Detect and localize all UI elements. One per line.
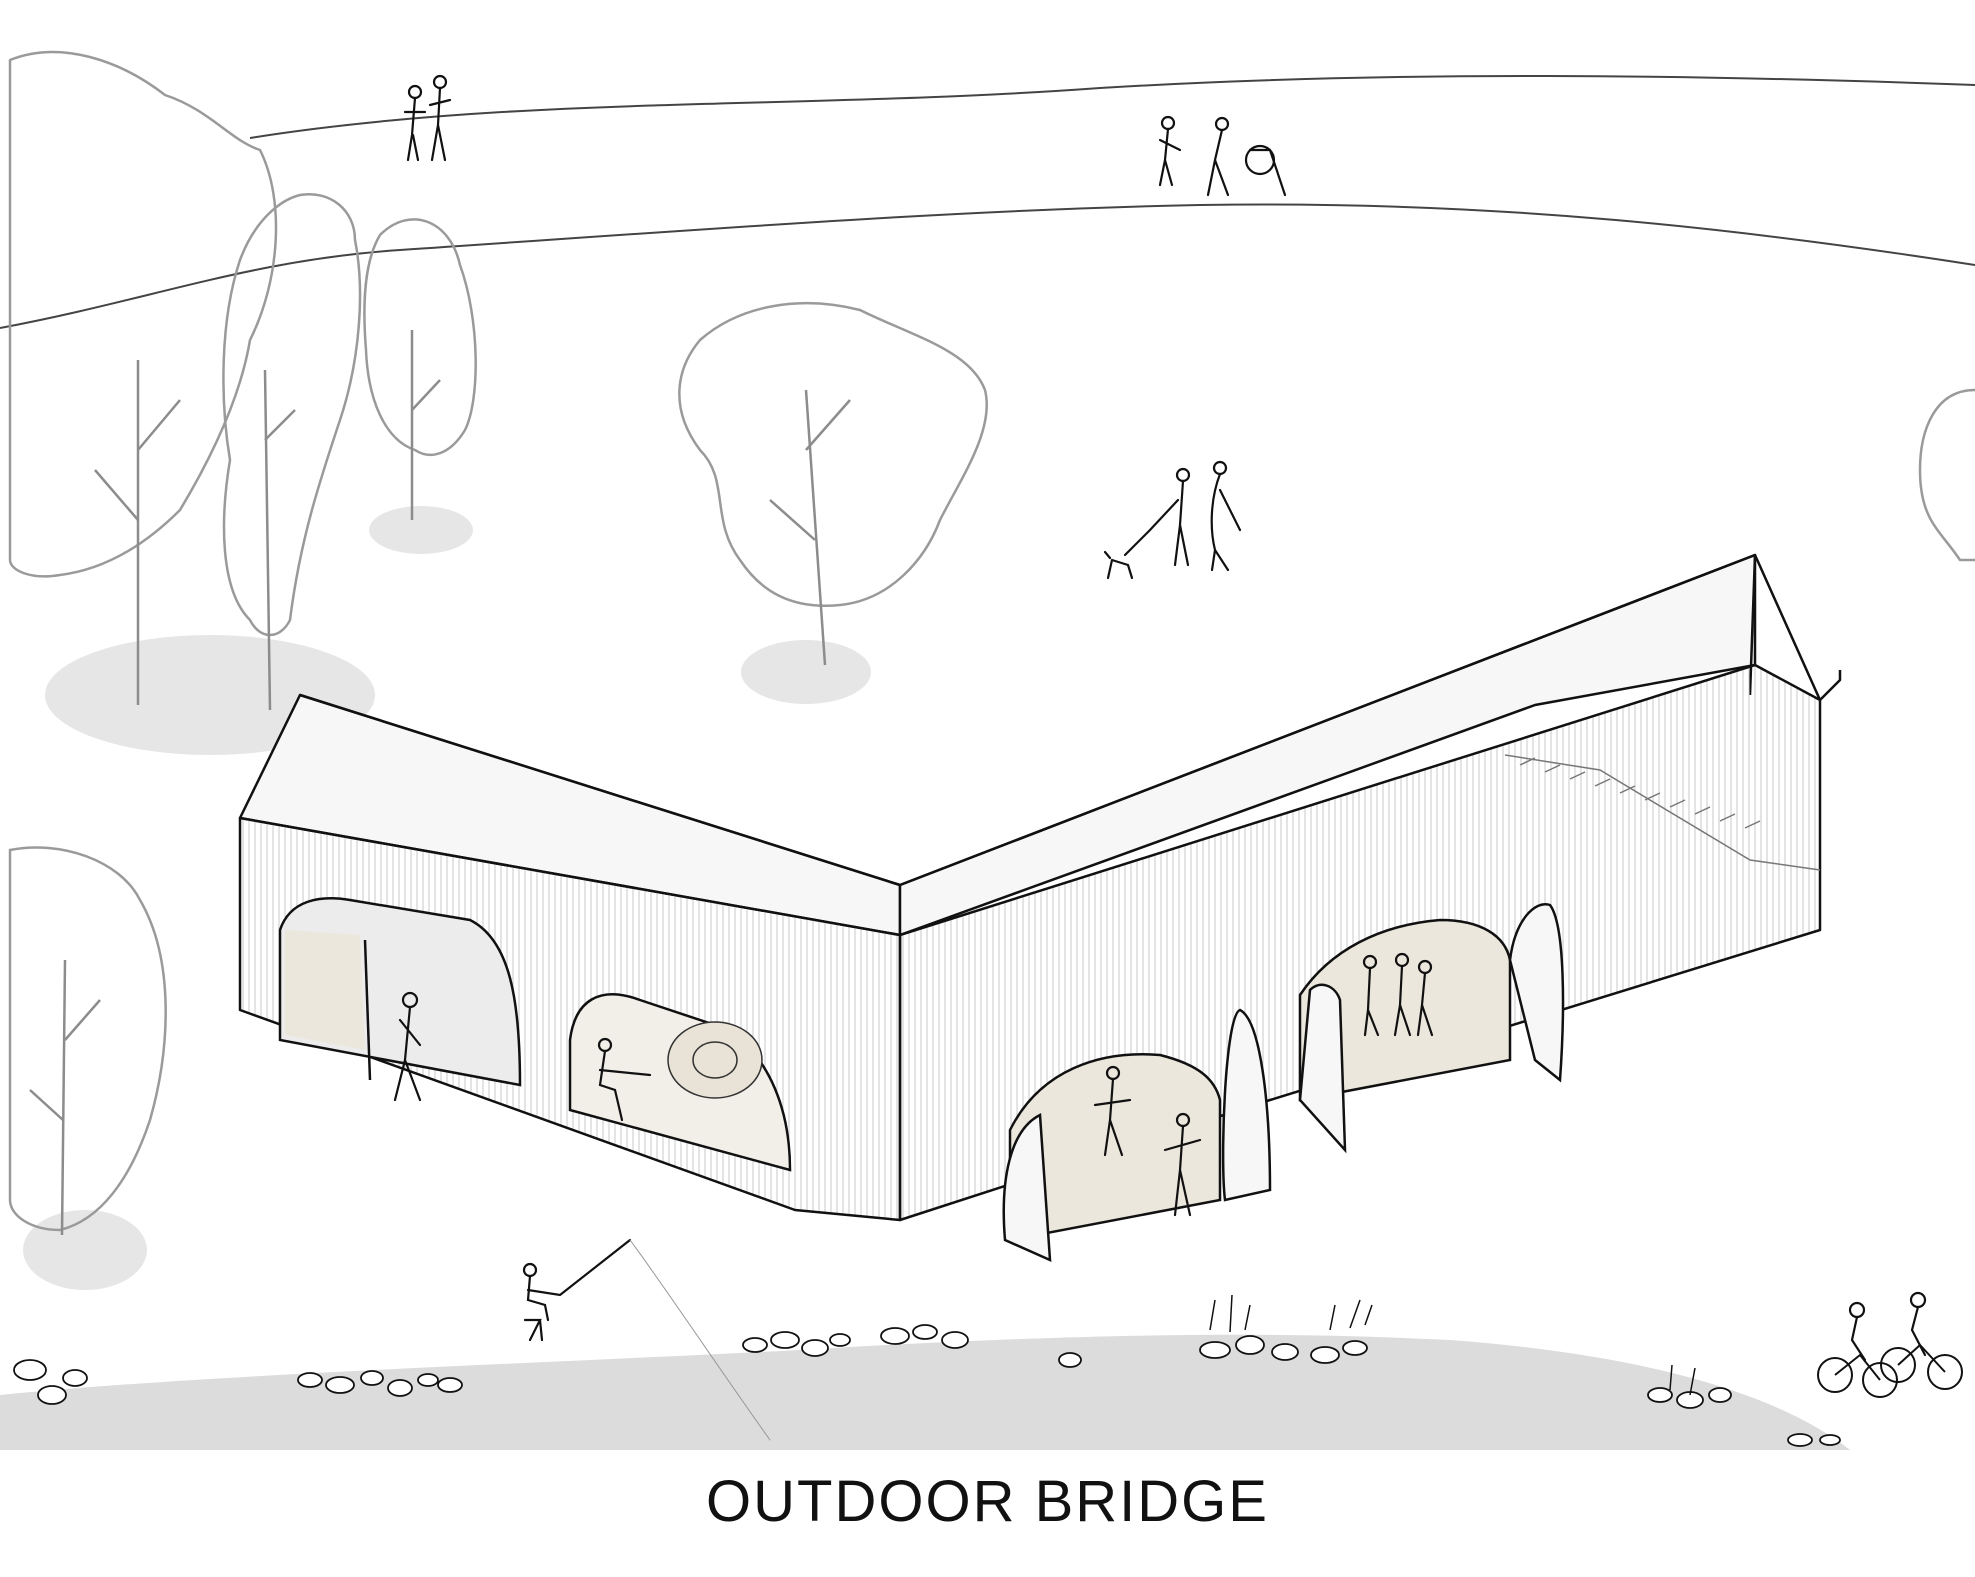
tree-crown-lower-left (8, 846, 167, 1232)
people-arch-4 (1362, 952, 1434, 1037)
upper-path-line (249, 74, 1975, 139)
tree-trunks (29, 330, 851, 1236)
person-arch-3-a (1093, 1065, 1132, 1157)
people (393, 74, 1927, 1441)
pier-door-3 (1221, 1008, 1272, 1202)
caption: OUTDOOR BRIDGE (706, 1469, 1269, 1534)
arch-1-interior (285, 930, 365, 1050)
bicycle-wheel (1817, 1357, 1853, 1393)
bicycle-wheel (1880, 1347, 1916, 1383)
tree-shadow (23, 1210, 147, 1290)
outdoor-bridge-sketch (0, 50, 1975, 1450)
arch-3 (1008, 1053, 1222, 1242)
bridge-end-wall (1753, 554, 1842, 702)
trees (8, 50, 1975, 1236)
riverbank (0, 1334, 1850, 1450)
fishing-line (629, 1239, 771, 1441)
pier-door-1 (363, 939, 372, 1081)
bridge-parapet-back (299, 553, 1757, 887)
fisherman (522, 1238, 771, 1441)
people-top-right (1158, 115, 1287, 197)
pier-door-4 (1298, 983, 1347, 1154)
bicycles (1817, 1343, 1963, 1398)
tree-crown-center (678, 302, 988, 607)
reeds (1209, 1294, 1696, 1396)
pier-door-5 (1508, 903, 1565, 1083)
round-table (667, 1021, 763, 1099)
paths (0, 74, 1975, 329)
tree-shadow (369, 506, 473, 554)
couple-top-left (403, 74, 452, 162)
tree-crown-right-edge (1918, 388, 1975, 562)
tree-crown-small-left (363, 218, 477, 457)
dog-walkers (1103, 460, 1242, 580)
lower-path-line (0, 203, 1975, 329)
tree-shadow (741, 640, 871, 704)
bicycle-wheel (1927, 1354, 1963, 1390)
person-arch-3-b (1163, 1112, 1202, 1217)
tree-crown-large-left (8, 50, 278, 578)
person-arch-1 (393, 991, 422, 1102)
rocks (13, 1324, 1841, 1447)
dog (1103, 550, 1134, 580)
stairs (1504, 754, 1821, 871)
person-arch-2 (597, 1037, 652, 1122)
bicycle-wheel (1862, 1362, 1898, 1398)
arch-4 (1298, 918, 1512, 1102)
pier-door-2 (1002, 1113, 1052, 1262)
